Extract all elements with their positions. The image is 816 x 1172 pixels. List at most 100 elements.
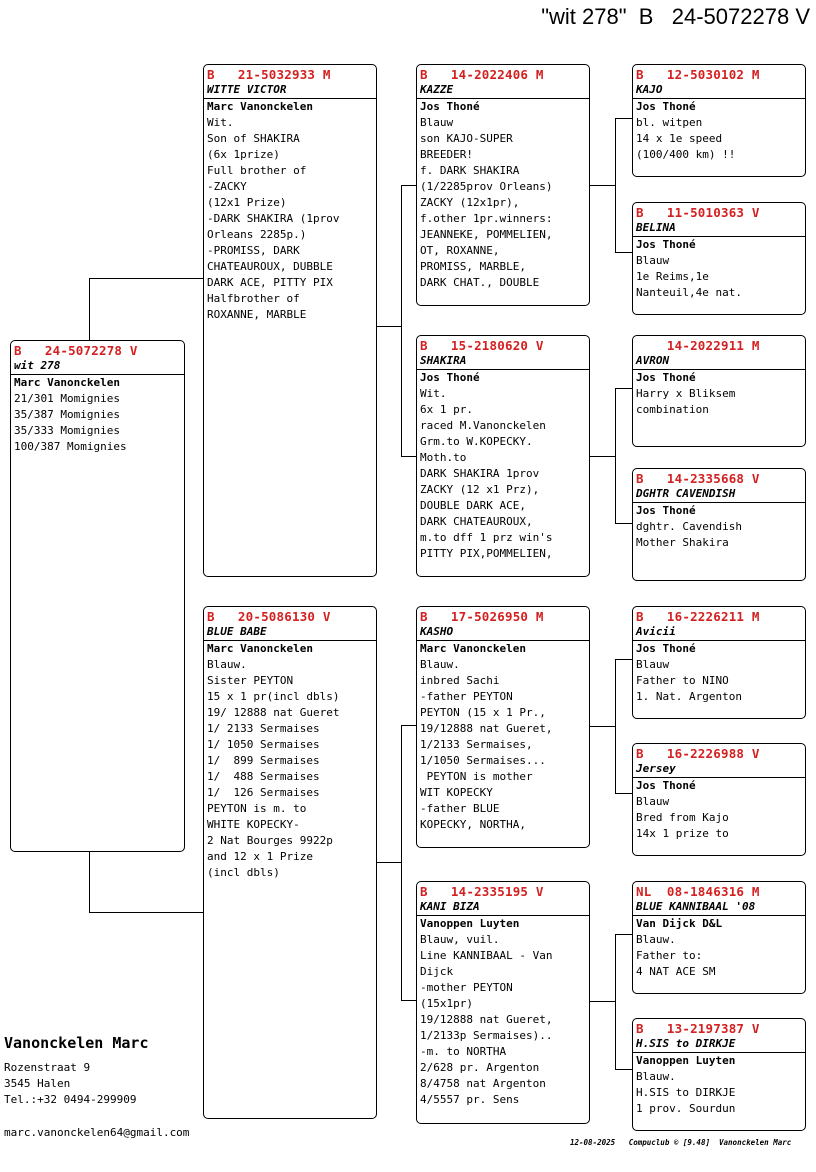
connector-line [615,934,616,1070]
breeder-name: Jos Thoné [636,371,696,384]
connector-line [401,456,417,457]
pigeon-name: WITTE VICTOR [204,83,376,99]
pigeon-name: KAZZE [417,83,589,99]
info-line: ROXANNE, MARBLE [207,308,307,321]
info-line: DOUBLE DARK ACE, [420,499,526,512]
connector-line [376,862,402,863]
info-line: -m. to NORTHA [420,1045,507,1058]
connector-line [589,726,615,727]
breeder-name: Jos Thoné [636,504,696,517]
info-line: Blauw. [636,933,676,946]
info-line: 6x 1 pr. [420,403,473,416]
pigeon-name: wit 278 [11,359,184,375]
breeder-name: Jos Thoné [636,238,696,251]
info-line: Full brother of [207,164,307,177]
connector-line [615,934,633,935]
ring-number: B 16-2226988 V [636,746,760,761]
breeder-name: Vanoppen Luyten [636,1054,736,1067]
connector-line [401,725,417,726]
breeder-name: Jos Thoné [636,642,696,655]
connector-line [615,388,616,524]
info-line: WHITE KOPECKY- [207,818,300,831]
info-line: -ZACKY [207,180,247,193]
info-line: (1/2285prov Orleans) [420,180,553,193]
breeder-name: Van Dijck D&L [636,917,723,930]
breeder-name: Jos Thoné [636,779,696,792]
connector-line [615,523,633,524]
info-line: 2/628 pr. Argenton [420,1061,540,1074]
info-line: 35/333 Momignies [14,424,120,437]
info-line: PEYTON is mother [420,770,533,783]
connector-line [589,456,615,457]
pigeon-name: Jersey [633,762,805,778]
breeder-name: Marc Vanonckelen [420,642,526,655]
info-line: (12x1 Prize) [207,196,287,209]
info-line: Blauw [420,116,454,129]
info-line: 1e Reims,1e [636,270,709,283]
info-line: 19/12888 nat Gueret, [420,1013,553,1026]
info-line: -PROMISS, DARK [207,244,300,257]
connector-line [89,278,90,340]
info-line: (incl dbls) [207,866,280,879]
info-line: (100/400 km) !! [636,148,736,161]
info-line: KOPECKY, NORTHA, [420,818,526,831]
info-line: Father to NINO [636,674,729,687]
pigeon-name: KANI BIZA [417,900,589,916]
info-line: Blauw [636,795,670,808]
ring-number: 14-2022911 M [636,338,760,353]
info-line: 2 Nat Bourges 9922p [207,834,333,847]
info-line: PITTY PIX,POMMELIEN, [420,547,553,560]
info-line: 8/4758 nat Argenton [420,1077,546,1090]
connector-line [89,851,90,912]
connector-line [615,1069,633,1070]
info-line: 1/ 2133 Sermaises [207,722,320,735]
ring-number: B 13-2197387 V [636,1021,760,1036]
breeder-name: Jos Thoné [420,100,480,113]
connector-line [401,1000,417,1001]
info-line: BREEDER! [420,148,473,161]
connector-line [615,118,633,119]
owner-name: Vanonckelen Marc [4,1034,149,1052]
info-line: ZACKY (12 x1 Prz), [420,483,540,496]
ring-number: B 14-2335668 V [636,471,760,486]
connector-line [401,725,402,1001]
info-line: Blauw [636,658,670,671]
info-line: DARK CHATEAUROUX, [420,515,533,528]
info-line: 1. Nat. Argenton [636,690,742,703]
info-line: Father to: [636,949,703,962]
info-line: Blauw [636,254,670,267]
connector-line [615,659,633,660]
ring-number: B 11-5010363 V [636,205,760,220]
info-line: 21/301 Momignies [14,392,120,405]
owner-street: Rozenstraat 9 [4,1061,91,1074]
info-line: Mother Shakira [636,536,729,549]
pigeon-name: BLUE BABE [204,625,376,641]
info-line: CHATEAUROUX, DUBBLE [207,260,333,273]
info-line: 1/1050 Sermaises... [420,754,546,767]
info-line: WIT KOPECKY [420,786,493,799]
info-line: Blauw, vuil. [420,933,500,946]
info-line: 1/ 488 Sermaises [207,770,320,783]
pigeon-name: BLUE KANNIBAAL '08 [633,900,805,916]
info-line: Line KANNIBAAL - Van [420,949,553,962]
info-line: inbred Sachi [420,674,500,687]
connector-line [615,659,616,794]
info-line: 19/ 12888 nat Gueret [207,706,340,719]
info-line: PROMISS, MARBLE, [420,260,526,273]
pedigree-title: "wit 278" B 24-5072278 V [541,4,810,29]
ring-number: B 16-2226211 M [636,609,760,624]
info-line: Nanteuil,4e nat. [636,286,742,299]
info-line: (15x1pr) [420,997,473,1010]
ring-number: B 24-5072278 V [14,343,138,358]
connector-line [615,252,633,253]
info-line: 14 x 1e speed [636,132,723,145]
info-line: and 12 x 1 Prize [207,850,313,863]
